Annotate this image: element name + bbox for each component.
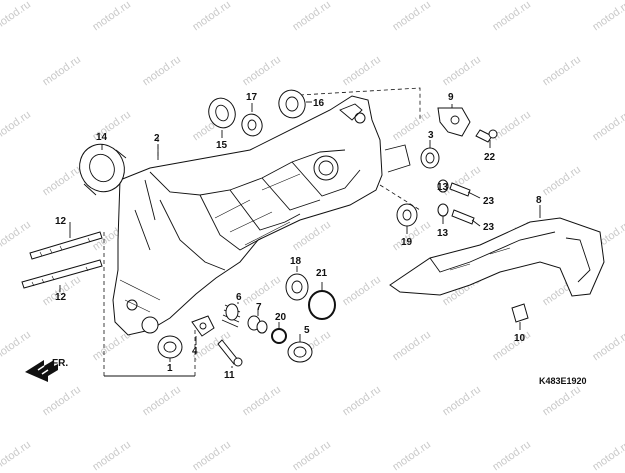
bolt-10 [511,303,529,323]
bearing-18 [285,273,309,301]
shaft-11 [217,339,243,367]
lever-4 [191,315,215,337]
callout-21: 21 [316,268,328,279]
oring-20 [271,328,287,344]
callout-11: 11 [224,370,235,381]
bolt-22 [475,129,498,143]
callout-13-upper: 13 [437,182,449,193]
callout-7: 7 [256,302,262,313]
bracket-8 [389,217,605,297]
circlip-21 [308,290,336,320]
callout-17: 17 [246,92,258,103]
callout-14: 14 [96,132,108,143]
bolt-23-upper [449,182,471,197]
left-crankcase-cover [112,95,411,336]
bearing-16 [278,89,306,119]
bearing-17 [241,113,263,137]
cap-5 [287,341,313,363]
bearing-3 [420,147,440,169]
callout-2: 2 [154,133,160,144]
callout-numbers: 14 2 15 17 16 9 3 22 23 23 13 13 19 8 10… [55,92,542,381]
bearing-19 [396,203,418,227]
callout-6: 6 [236,292,242,303]
front-direction-arrow: FR. [25,358,68,382]
callout-3: 3 [428,130,434,141]
oil-seal-1 [157,335,183,359]
stud-bolt-lower [21,259,103,289]
callout-4: 4 [192,346,198,357]
direction-label: FR. [52,358,68,369]
callout-12-upper: 12 [55,216,67,227]
washer-13-upper [437,179,449,193]
callout-18: 18 [290,256,302,267]
callout-9: 9 [448,92,454,103]
callout-10: 10 [514,333,526,344]
bearing-15 [208,97,236,129]
callout-20: 20 [275,312,287,323]
washer-13-lower [437,203,449,217]
bearing-14 [79,143,127,196]
callout-15: 15 [216,140,228,151]
callout-12-lower: 12 [55,292,67,303]
figure-code: K483E1920 [539,376,587,386]
seal-7 [247,315,268,334]
callout-23-lower: 23 [483,222,495,233]
callout-22: 22 [484,152,496,163]
callout-16: 16 [313,98,325,109]
callout-1: 1 [167,363,173,374]
callout-5: 5 [304,325,310,336]
bracket-9 [437,107,471,137]
callout-19: 19 [401,237,413,248]
leader-lines [59,101,541,368]
callout-23-upper: 23 [483,196,495,207]
stud-bolt-upper [29,231,103,260]
callout-13-lower: 13 [437,228,449,239]
bolt-23-lower [451,209,475,225]
spring-6 [221,303,241,328]
callout-8: 8 [536,195,542,206]
